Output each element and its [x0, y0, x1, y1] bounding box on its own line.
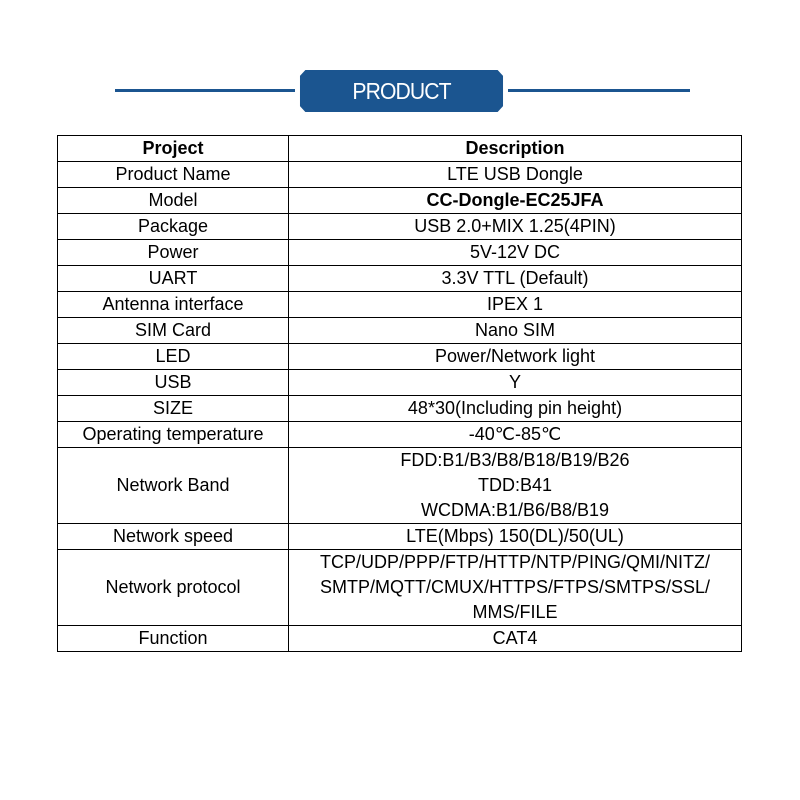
row-label: Model	[57, 187, 289, 214]
description-line: IPEX 1	[486, 294, 544, 314]
description-line: 48*30(Including pin height)	[407, 398, 623, 418]
table-row: UART 3.3V TTL (Default)	[57, 265, 742, 292]
description-line: 5V-12V DC	[469, 242, 561, 262]
description-line: Y	[508, 372, 521, 392]
row-description: LTE USB Dongle	[288, 161, 742, 188]
description-line: 3.3V TTL (Default)	[441, 268, 589, 288]
row-description: Y	[288, 369, 742, 396]
row-description: 3.3V TTL (Default)	[288, 265, 742, 292]
table-row: Antenna interface IPEX 1	[57, 291, 742, 318]
row-label: UART	[57, 265, 289, 292]
description-line: Power/Network light	[434, 346, 596, 366]
description-line: LTE USB Dongle	[447, 164, 583, 184]
row-label: Function	[57, 625, 289, 652]
table-row: Product Name LTE USB Dongle	[57, 161, 742, 188]
row-description: 48*30(Including pin height)	[288, 395, 742, 422]
row-description: CC-Dongle-EC25JFA	[288, 187, 742, 214]
section-title: PRODUCT PARAMETERS	[300, 70, 503, 112]
description-line: CAT4	[492, 628, 538, 648]
table-row: LED Power/Network light	[57, 343, 742, 370]
description-line: WCDMA:B1/B6/B8/B19	[420, 500, 610, 520]
header-project: Project	[57, 135, 289, 162]
header-description: Description	[288, 135, 742, 162]
description-line: TDD:B41	[477, 475, 553, 495]
table-row: Network speed LTE(Mbps) 150(DL)/50(UL)	[57, 523, 742, 550]
description-line: USB 2.0+MIX 1.25(4PIN)	[414, 216, 616, 236]
description-line: -40℃-85℃	[468, 424, 562, 444]
table-row: SIM Card Nano SIM	[57, 317, 742, 344]
row-label: Package	[57, 213, 289, 240]
row-label: Network Band	[57, 447, 289, 524]
table-row: USB Y	[57, 369, 742, 396]
description-line: LTE(Mbps) 150(DL)/50(UL)	[406, 526, 624, 546]
parameters-table: Project Description Product Name LTE USB …	[57, 135, 742, 652]
title-divider-left	[115, 89, 295, 92]
description-line: SMTP/MQTT/CMUX/HTTPS/FTPS/SMTPS/SSL/	[319, 577, 711, 597]
row-label: LED	[57, 343, 289, 370]
table-row: Model CC-Dongle-EC25JFA	[57, 187, 742, 214]
description-line: TCP/UDP/PPP/FTP/HTTP/NTP/PING/QMI/NITZ/	[319, 552, 710, 572]
row-description: USB 2.0+MIX 1.25(4PIN)	[288, 213, 742, 240]
description-line: FDD:B1/B3/B8/B18/B19/B26	[400, 450, 630, 470]
table-header-row: Project Description	[57, 135, 742, 162]
row-description: CAT4	[288, 625, 742, 652]
description-line: CC-Dongle-EC25JFA	[426, 190, 604, 210]
row-description: IPEX 1	[288, 291, 742, 318]
row-description: 5V-12V DC	[288, 239, 742, 266]
row-label: Antenna interface	[57, 291, 289, 318]
table-row: Package USB 2.0+MIX 1.25(4PIN)	[57, 213, 742, 240]
row-label: USB	[57, 369, 289, 396]
row-description: -40℃-85℃	[288, 421, 742, 448]
row-label: Product Name	[57, 161, 289, 188]
title-divider-right	[508, 89, 690, 92]
row-label: Network speed	[57, 523, 289, 550]
table-row: SIZE 48*30(Including pin height)	[57, 395, 742, 422]
description-line: MMS/FILE	[472, 602, 558, 622]
row-description: LTE(Mbps) 150(DL)/50(UL)	[288, 523, 742, 550]
description-line: Nano SIM	[474, 320, 556, 340]
table-row: Power 5V-12V DC	[57, 239, 742, 266]
row-label: Network protocol	[57, 549, 289, 626]
row-description: TCP/UDP/PPP/FTP/HTTP/NTP/PING/QMI/NITZ/S…	[288, 549, 742, 626]
table-row: Operating temperature -40℃-85℃	[57, 421, 742, 448]
row-label: SIZE	[57, 395, 289, 422]
row-label: Operating temperature	[57, 421, 289, 448]
row-description: Nano SIM	[288, 317, 742, 344]
row-label: SIM Card	[57, 317, 289, 344]
table-row: Function CAT4	[57, 625, 742, 652]
row-description: Power/Network light	[288, 343, 742, 370]
row-label: Power	[57, 239, 289, 266]
